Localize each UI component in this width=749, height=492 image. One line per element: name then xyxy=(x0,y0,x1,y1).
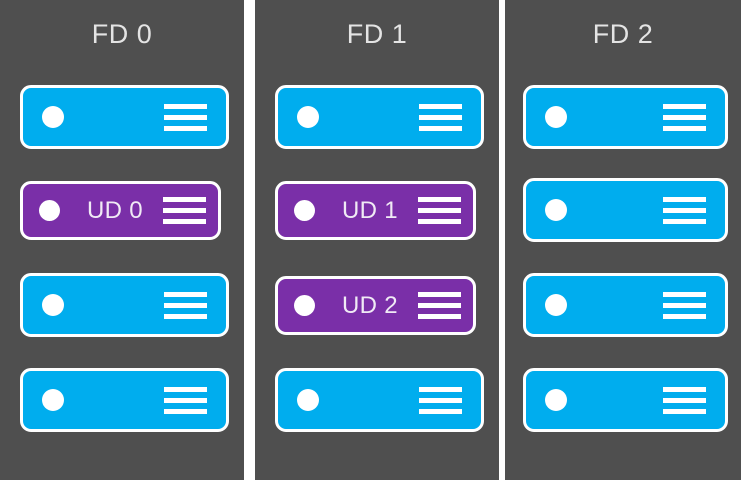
hamburger-icon[interactable] xyxy=(418,292,461,319)
node-card[interactable] xyxy=(275,368,484,432)
hamburger-icon[interactable] xyxy=(163,197,206,224)
hamburger-icon[interactable] xyxy=(164,103,207,131)
status-dot-icon xyxy=(42,389,64,411)
hamburger-icon[interactable] xyxy=(663,291,706,319)
node-card-upgrade-domain[interactable]: UD 0 xyxy=(20,181,221,240)
status-dot-icon xyxy=(545,199,567,221)
node-card[interactable] xyxy=(20,368,229,432)
node-label: UD 2 xyxy=(342,291,398,319)
node-card[interactable] xyxy=(523,368,728,432)
fault-domain-title-1: FD 1 xyxy=(346,19,408,49)
hamburger-icon[interactable] xyxy=(418,197,461,224)
status-dot-icon xyxy=(42,294,64,316)
node-label: UD 1 xyxy=(342,196,398,224)
fault-domain-panel-0: FD 0 UD 0 xyxy=(0,0,244,480)
node-list-1: UD 1 UD 2 xyxy=(255,85,499,480)
status-dot-icon xyxy=(545,389,567,411)
status-dot-icon xyxy=(42,106,64,128)
status-dot-icon xyxy=(294,295,315,316)
node-card[interactable] xyxy=(20,273,229,337)
node-card[interactable] xyxy=(523,273,728,337)
status-dot-icon xyxy=(545,294,567,316)
node-list-2 xyxy=(505,85,741,480)
hamburger-icon[interactable] xyxy=(663,196,706,224)
status-dot-icon xyxy=(294,200,315,221)
hamburger-icon[interactable] xyxy=(419,386,462,414)
status-dot-icon xyxy=(297,389,319,411)
fault-domain-panel-1: FD 1 UD 1 UD 2 xyxy=(255,0,499,480)
node-card[interactable] xyxy=(275,85,484,149)
node-card-upgrade-domain[interactable]: UD 1 xyxy=(275,181,476,240)
status-dot-icon xyxy=(545,106,567,128)
fault-domain-title-2: FD 2 xyxy=(592,19,654,49)
fault-domain-panel-2: FD 2 xyxy=(505,0,741,480)
node-list-0: UD 0 xyxy=(0,85,244,480)
node-card-upgrade-domain[interactable]: UD 2 xyxy=(275,276,476,335)
hamburger-icon[interactable] xyxy=(419,103,462,131)
status-dot-icon xyxy=(39,200,60,221)
node-label: UD 0 xyxy=(87,196,143,224)
node-card[interactable] xyxy=(523,178,728,242)
hamburger-icon[interactable] xyxy=(663,386,706,414)
hamburger-icon[interactable] xyxy=(663,103,706,131)
status-dot-icon xyxy=(297,106,319,128)
node-card[interactable] xyxy=(20,85,229,149)
hamburger-icon[interactable] xyxy=(164,291,207,319)
hamburger-icon[interactable] xyxy=(164,386,207,414)
fault-domain-title-0: FD 0 xyxy=(91,19,153,49)
node-card[interactable] xyxy=(523,85,728,149)
